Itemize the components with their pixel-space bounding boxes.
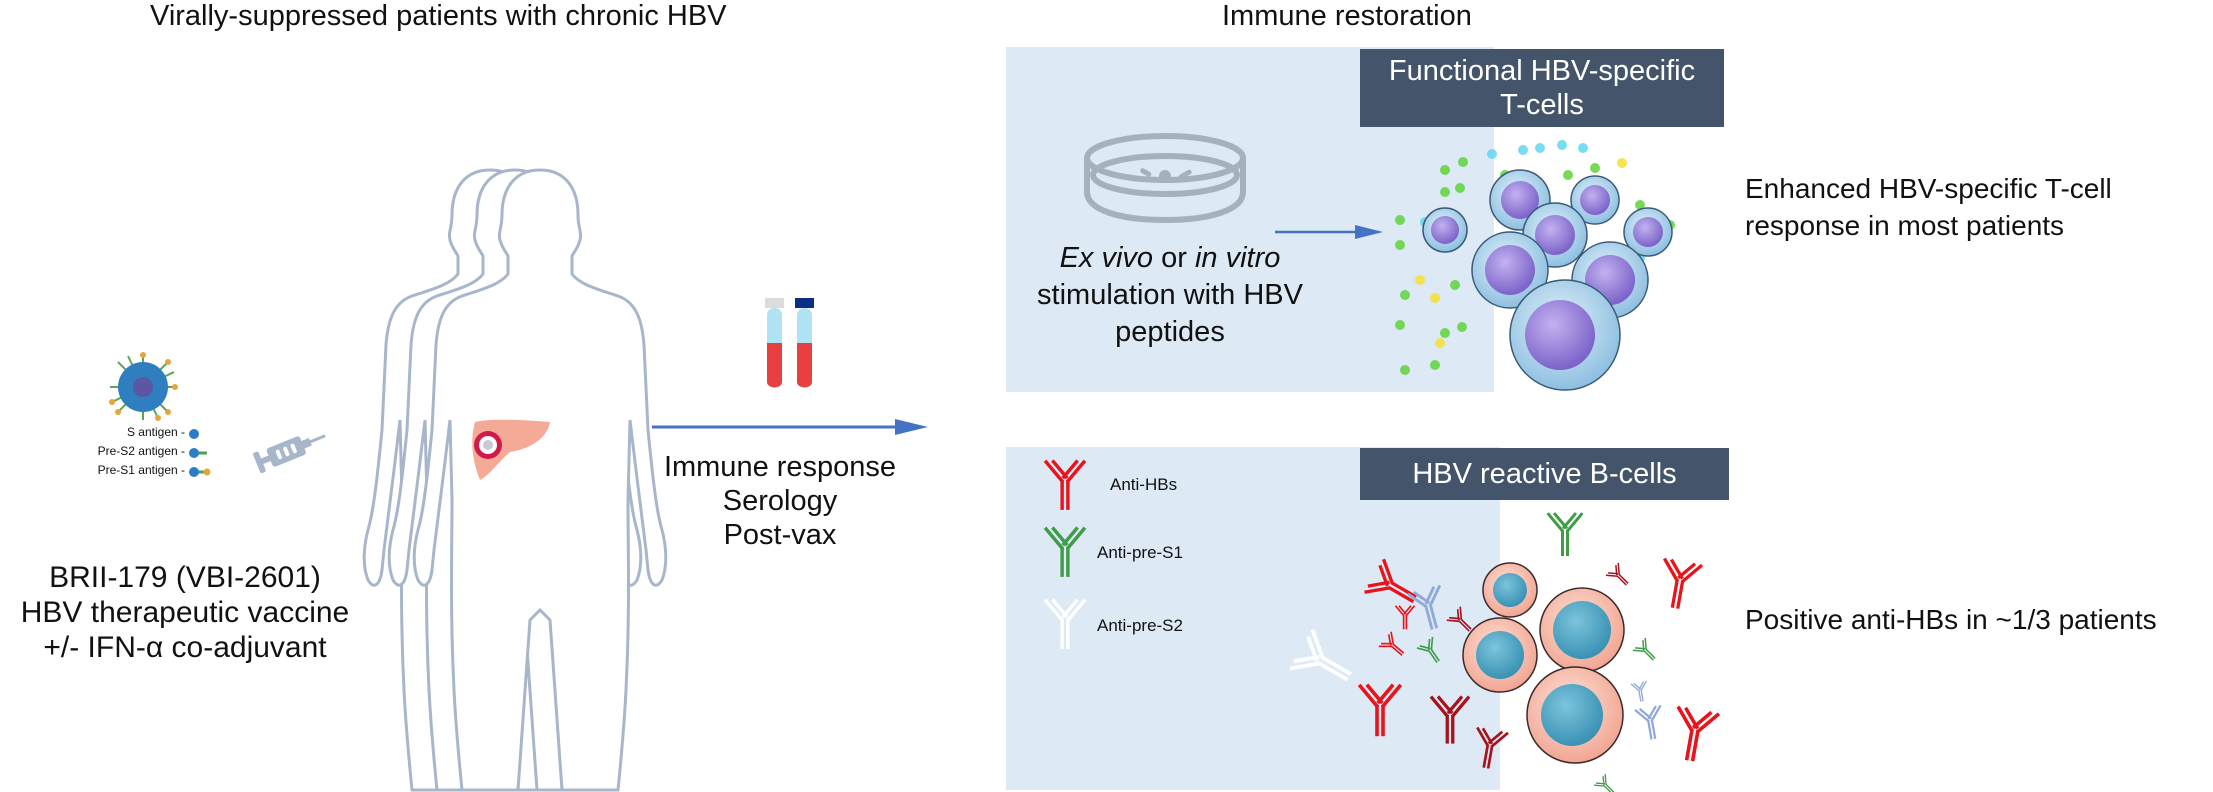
heading-left: Virally-suppressed patients with chronic… bbox=[150, 0, 727, 32]
outcome-line: response in most patients bbox=[1745, 210, 2065, 241]
syringe-icon bbox=[253, 434, 326, 474]
pre-s1-antigen-icon bbox=[189, 467, 211, 477]
antigen-label: Pre-S1 antigen - bbox=[97, 463, 185, 477]
anti-pre-s1-icon bbox=[1043, 522, 1087, 577]
stimulation-arrow bbox=[1275, 225, 1383, 239]
stimulation-description: Ex vivo or in vitro stimulation with HBV… bbox=[1020, 240, 1320, 351]
sampling-line: Immune response bbox=[663, 451, 897, 483]
text-in-vitro: in vitro bbox=[1194, 242, 1281, 274]
b-cell-panel bbox=[1006, 447, 1500, 790]
stimulation-line-3: peptides bbox=[1115, 316, 1225, 348]
vaccine-adjuvant: +/- IFN-α co-adjuvant bbox=[43, 631, 327, 664]
b-cells-illustration bbox=[1284, 509, 1722, 792]
heading-right: Immune restoration bbox=[1222, 0, 1472, 32]
vaccine-name: BRII-179 (VBI-2601) bbox=[49, 561, 321, 594]
t-cell-outcome: Enhanced HBV-specific T-cell response in… bbox=[1745, 170, 2112, 244]
petri-dish-icon bbox=[1084, 133, 1246, 224]
anti-hbs-icon bbox=[1043, 455, 1087, 510]
vaccine-type: HBV therapeutic vaccine bbox=[20, 596, 350, 629]
vaccine-description: BRII-179 (VBI-2601) HBV therapeutic vacc… bbox=[0, 560, 370, 665]
text-or: or bbox=[1153, 242, 1195, 274]
antigen-label: S antigen - bbox=[126, 425, 185, 439]
t-cell-panel-header: Functional HBV-specific T-cells bbox=[1360, 49, 1724, 127]
s-antigen-icon bbox=[189, 429, 199, 439]
sampling-line: Post-vax bbox=[723, 519, 837, 551]
pre-s2-antigen-icon bbox=[189, 448, 207, 458]
text-ex-vivo: Ex vivo bbox=[1059, 242, 1154, 274]
hbv-particle-icon bbox=[109, 352, 178, 421]
t-cells-illustration bbox=[1395, 140, 1675, 391]
legend-anti-pre-s1: Anti-pre-S1 bbox=[1097, 543, 1183, 562]
b-cell-outcome: Positive anti-HBs in ~1/3 patients bbox=[1745, 604, 2157, 635]
legend-anti-pre-s2: Anti-pre-S2 bbox=[1097, 616, 1183, 635]
header-line: T-cells bbox=[1500, 89, 1584, 121]
sampling-line: Serology bbox=[722, 485, 838, 517]
stimulation-line-2: stimulation with HBV bbox=[1037, 279, 1303, 311]
header-line: Functional HBV-specific bbox=[1388, 55, 1696, 87]
patient-silhouettes bbox=[362, 168, 668, 792]
outcome-line: Enhanced HBV-specific T-cell bbox=[1745, 173, 2112, 204]
blood-tubes-icon bbox=[765, 298, 814, 388]
main-arrow bbox=[652, 419, 928, 435]
antigen-label: Pre-S2 antigen - bbox=[97, 444, 185, 458]
b-cell-panel-header: HBV reactive B-cells bbox=[1360, 448, 1729, 500]
anti-pre-s2-icon bbox=[1043, 594, 1087, 649]
stimulation-line-1: Ex vivo or in vitro bbox=[1020, 240, 1320, 277]
sampling-description: Immune response Serology Post-vax bbox=[640, 450, 920, 552]
legend-anti-hbs: Anti-HBs bbox=[1110, 475, 1178, 494]
